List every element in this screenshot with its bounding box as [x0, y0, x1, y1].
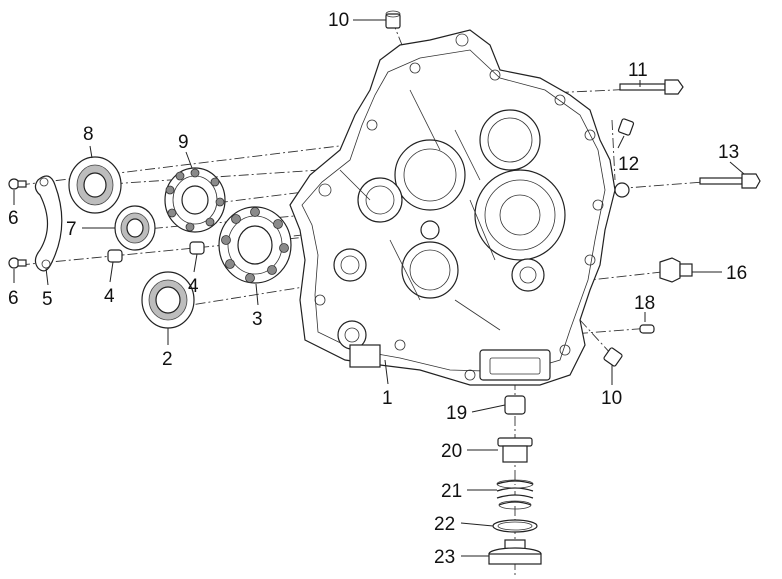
- callout-2: 2: [162, 349, 173, 370]
- callout-6-lower: 6: [8, 288, 19, 309]
- callout-11: 11: [628, 60, 648, 81]
- ball-bearing-9: [164, 167, 226, 233]
- callout-1: 1: [382, 388, 393, 409]
- dowel-pin-top: [385, 10, 401, 29]
- plug-18: [639, 324, 655, 334]
- callout-labels: 10 8 9 11 12 13 16 18 10 1 3 2 4 4 5 6 6…: [8, 10, 747, 568]
- bolt-13: [699, 173, 761, 189]
- bolt-11: [619, 79, 684, 95]
- callout-19: 19: [446, 403, 467, 424]
- callout-10-bottom: 10: [601, 388, 622, 409]
- fitting-16: [659, 257, 693, 283]
- callout-23: 23: [434, 547, 455, 568]
- ball-bearing-3: [218, 206, 292, 284]
- oil-seal-2: [141, 271, 195, 329]
- spring-21: [496, 479, 534, 510]
- callout-22: 22: [434, 514, 455, 535]
- dowel-4-right: [189, 241, 205, 255]
- screw-6-upper: [8, 178, 27, 190]
- case-boss-13: [614, 182, 630, 198]
- strainer-pin-19: [504, 395, 526, 415]
- callout-4-left: 4: [104, 286, 115, 307]
- oil-seal-7: [114, 205, 156, 251]
- callout-21: 21: [441, 481, 462, 502]
- drain-plug-23: [488, 539, 542, 565]
- callout-12: 12: [618, 154, 639, 175]
- bearing-retainer-plate-5: [34, 175, 63, 272]
- bearing-8: [68, 156, 122, 214]
- callout-16: 16: [726, 263, 747, 284]
- callout-7: 7: [66, 219, 77, 240]
- strainer-cap-20: [497, 437, 533, 463]
- callout-3: 3: [252, 309, 263, 330]
- crankcase-body: [289, 29, 616, 386]
- callout-10-top: 10: [328, 10, 349, 31]
- callout-6-upper: 6: [8, 208, 19, 229]
- callout-20: 20: [441, 441, 462, 462]
- o-ring-22: [492, 519, 538, 533]
- callout-9: 9: [178, 132, 189, 153]
- callout-4-right: 4: [188, 276, 199, 297]
- callout-8: 8: [83, 124, 94, 145]
- dowel-pin-12: [617, 118, 635, 136]
- callout-18: 18: [634, 293, 655, 314]
- callout-13: 13: [718, 142, 739, 163]
- leader-lines: [13, 19, 745, 557]
- dowel-pin-bottom: [603, 347, 623, 367]
- screw-6-lower: [8, 257, 27, 269]
- dowel-4-left: [107, 249, 123, 263]
- callout-5: 5: [42, 289, 53, 310]
